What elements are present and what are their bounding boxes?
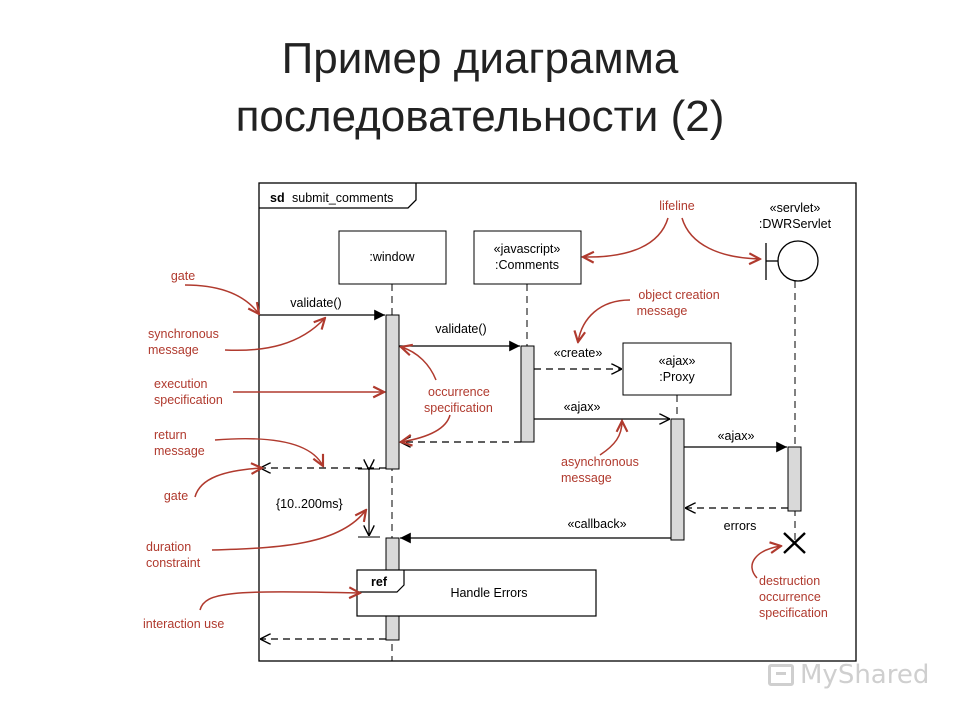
annotation-gate-top: gate: [171, 269, 195, 283]
annotation-return-1: return: [154, 428, 187, 442]
annotation-duration-1: duration: [146, 540, 191, 554]
activation-proxy: [670, 418, 685, 541]
annotation-lifeline: lifeline: [659, 199, 694, 213]
annotation-return-2: message: [154, 444, 205, 458]
annotation-duration-2: constraint: [146, 556, 201, 570]
activation-window-1: [385, 314, 400, 470]
lifeline-servlet-stereotype: «servlet»: [770, 201, 821, 215]
lifeline-comments-label: :Comments: [495, 258, 559, 272]
slide-title: Пример диаграмма последовательности (2): [0, 30, 960, 146]
watermark: MyShared: [768, 660, 929, 690]
message-errors-label: errors: [724, 519, 757, 533]
annotation-occurrence-1: occurrence: [428, 385, 490, 399]
arrow-destruction: [751, 546, 781, 579]
annotation-destruction-3: specification: [759, 606, 828, 620]
lifeline-proxy-label: :Proxy: [659, 370, 695, 384]
annotation-synchronous-1: synchronous: [148, 327, 219, 341]
arrow-occurrence-down: [401, 414, 451, 442]
frame-name: submit_comments: [292, 191, 393, 205]
annotation-destruction-1: destruction: [759, 574, 820, 588]
message-create-label: «create»: [554, 346, 603, 360]
annotation-interaction-use: interaction use: [143, 617, 224, 631]
interaction-frame: [258, 182, 857, 662]
destruction-x-b: [783, 532, 806, 554]
interaction-use-keyword: ref: [371, 575, 388, 589]
interaction-use-frame: [356, 569, 597, 617]
watermark-logo-icon: [768, 664, 794, 686]
annotation-execution-1: execution: [154, 377, 208, 391]
annotation-object-creation-1: object creation: [638, 288, 719, 302]
annotation-occurrence-2: specification: [424, 401, 493, 415]
arrow-synchronous: [224, 318, 325, 352]
arrow-gate-top: [184, 284, 259, 314]
annotation-arrows: [184, 217, 781, 611]
frame-keyword: sd: [270, 191, 285, 205]
activation-comments: [520, 345, 535, 443]
lifeline-comments-stereotype: «javascript»: [494, 242, 561, 256]
lifeline-proxy-head: [622, 342, 732, 396]
slide-title-line-1: Пример диаграмма: [281, 34, 679, 83]
annotation-asynchronous-2: message: [561, 471, 612, 485]
arrow-duration: [211, 510, 366, 551]
interaction-use-pentagon: [357, 570, 405, 593]
arrow-lifeline-left: [583, 217, 669, 257]
frame-label-pentagon: [259, 183, 417, 209]
message-callback-label: «callback»: [567, 517, 626, 531]
message-ajax-servlet-label: «ajax»: [718, 429, 755, 443]
annotation-object-creation-2: message: [637, 304, 688, 318]
message-validate-comments-label: validate(): [435, 322, 486, 336]
lifeline-window-label: :window: [369, 250, 415, 264]
lifeline-proxy-stereotype: «ajax»: [659, 354, 696, 368]
annotation-asynchronous-1: asynchronous: [561, 455, 639, 469]
lifeline-comments-head: [473, 230, 582, 285]
arrow-interaction-use: [199, 592, 360, 611]
arrow-occurrence-up: [401, 347, 437, 381]
annotation-gate-bottom: gate: [164, 489, 188, 503]
arrow-lifeline-right: [681, 217, 760, 259]
annotation-destruction-2: occurrence: [759, 590, 821, 604]
message-validate-gate-label: validate(): [290, 296, 341, 310]
message-ajax-proxy-label: «ajax»: [564, 400, 601, 414]
lifeline-servlet-label: :DWRServlet: [759, 217, 832, 231]
activation-servlet: [787, 446, 802, 512]
interaction-use-name: Handle Errors: [450, 586, 527, 600]
servlet-boundary-icon: [777, 240, 819, 282]
arrow-return: [214, 437, 323, 466]
annotation-synchronous-2: message: [148, 343, 199, 357]
arrow-object-creation: [578, 299, 631, 342]
slide-title-line-2: последовательности (2): [235, 92, 725, 141]
watermark-text: MyShared: [800, 660, 930, 690]
annotation-execution-2: specification: [154, 393, 223, 407]
arrow-asynchronous: [599, 421, 622, 456]
arrow-gate-bottom: [194, 468, 262, 498]
duration-constraint-label: {10..200ms}: [276, 497, 343, 511]
